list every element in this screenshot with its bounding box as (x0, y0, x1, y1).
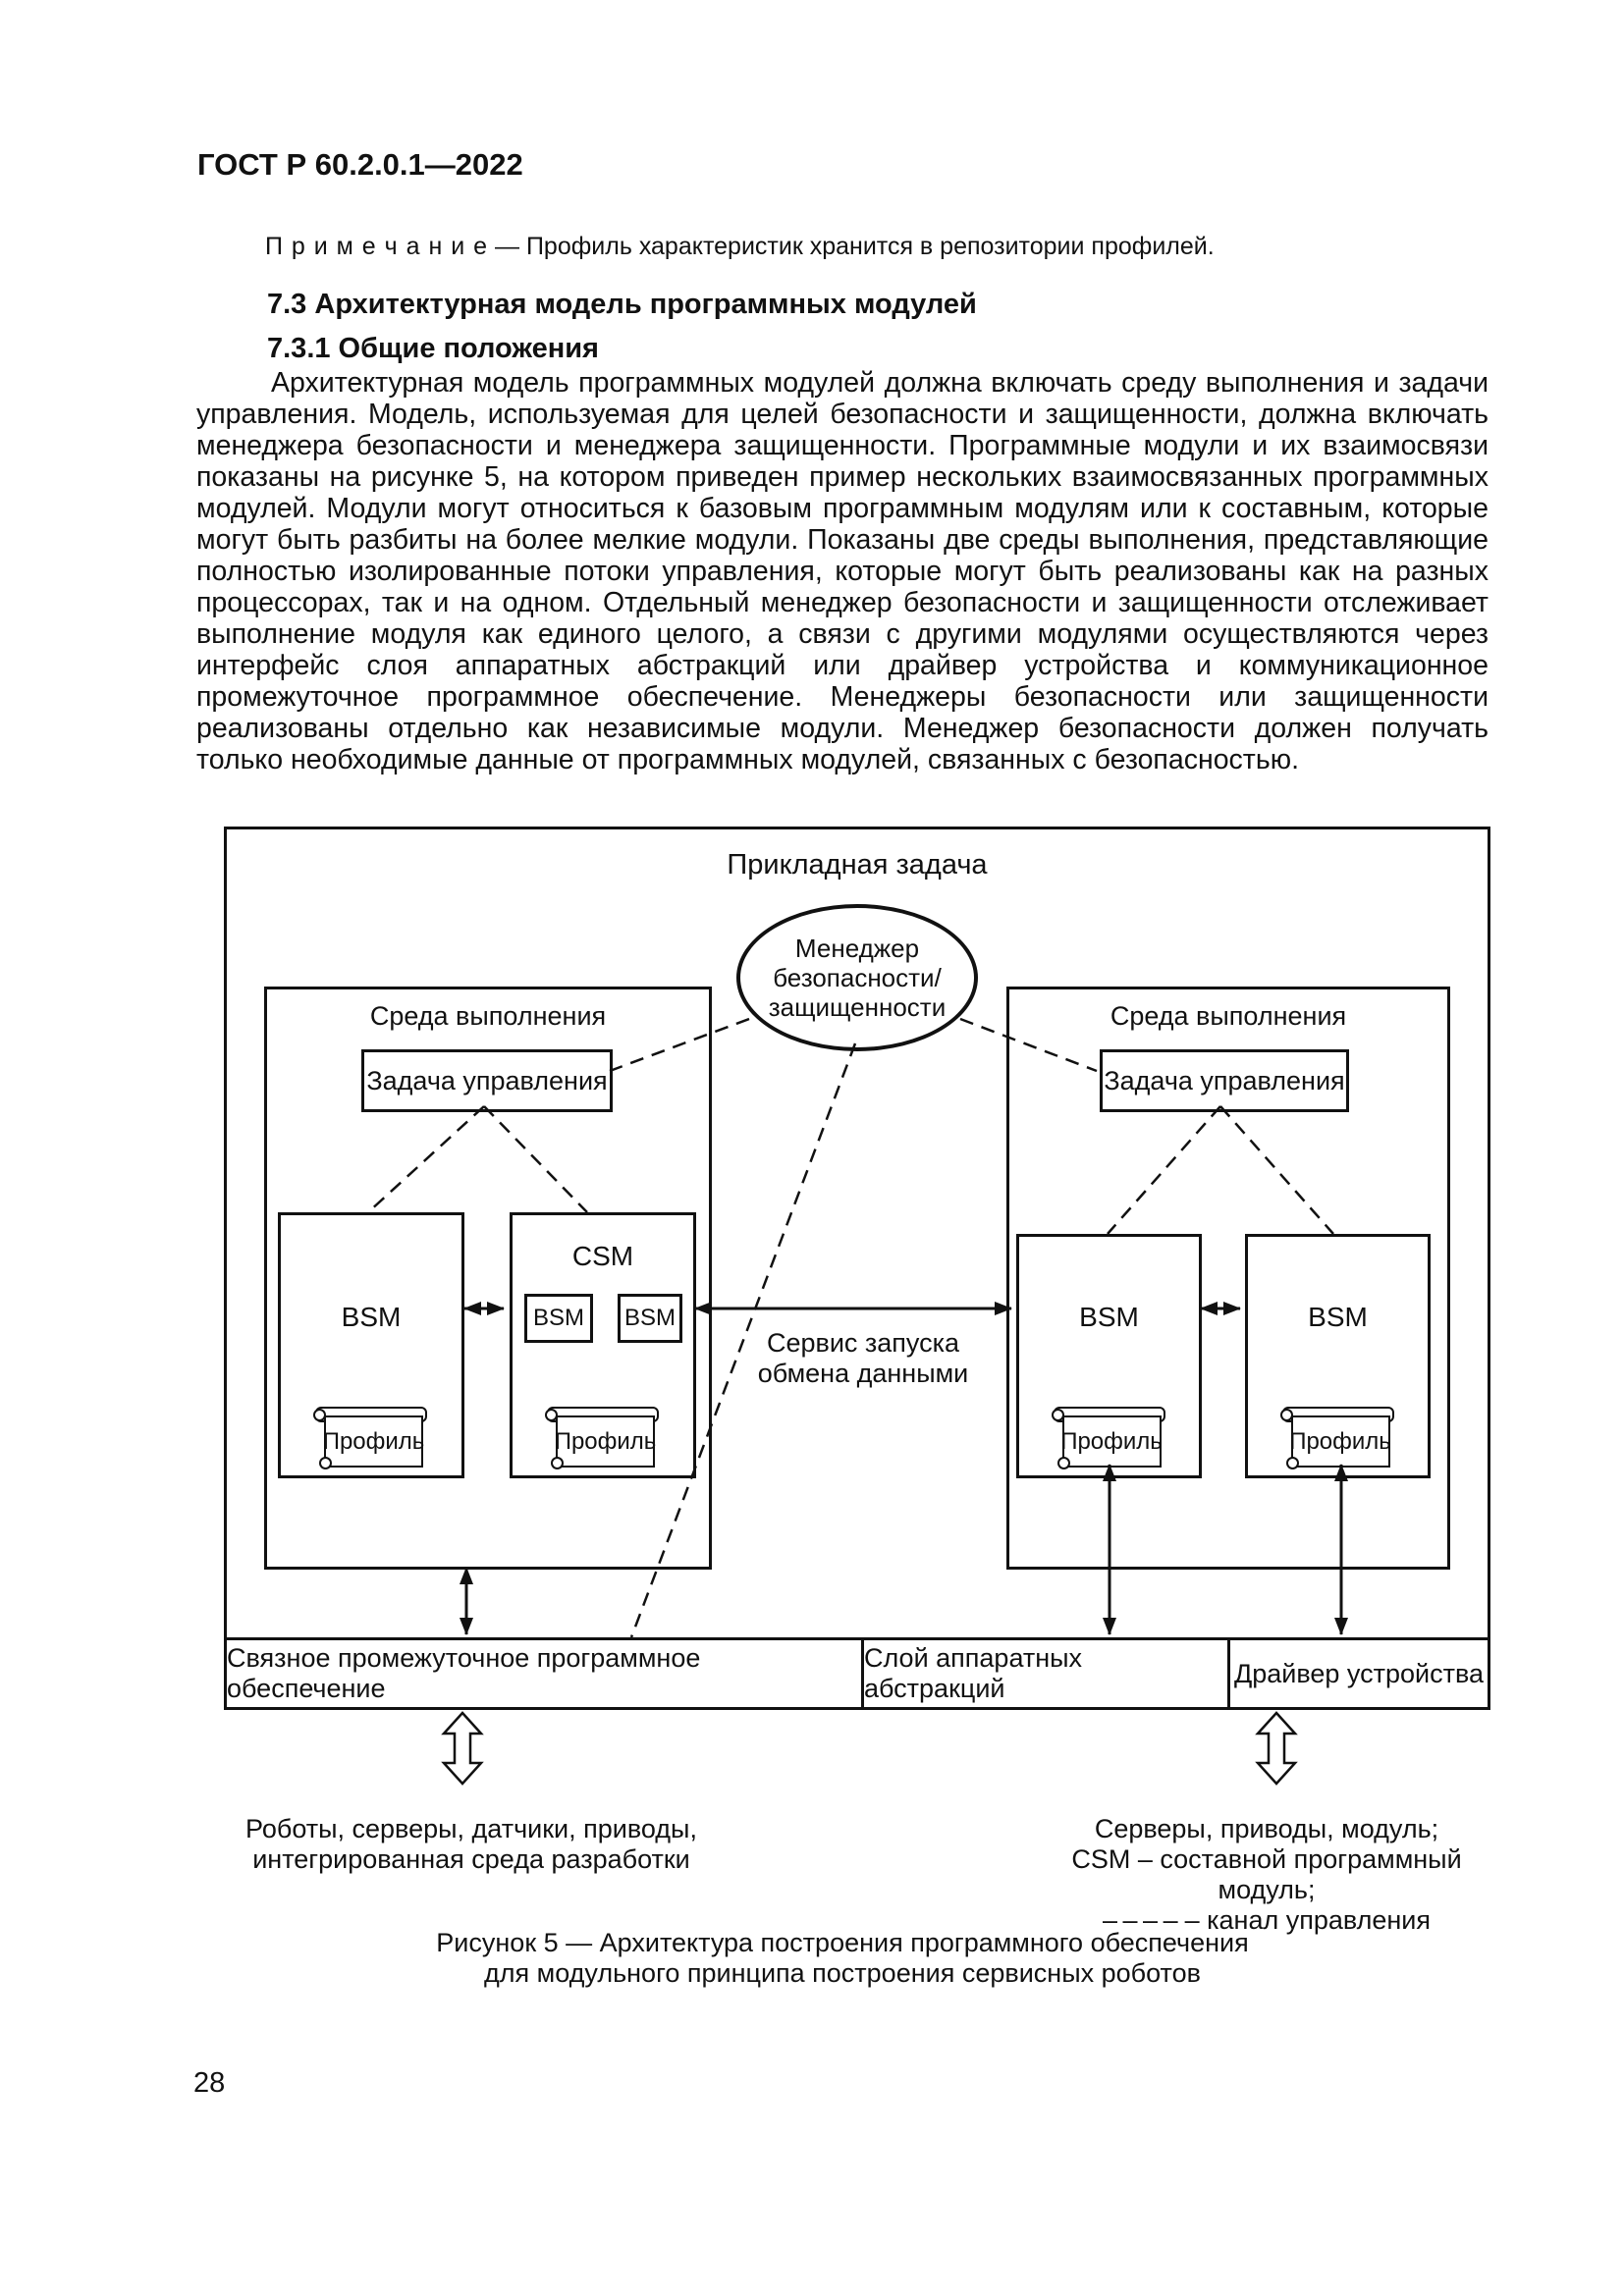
scroll-curl-icon (545, 1409, 558, 1421)
scroll-curl-icon (551, 1457, 564, 1469)
nested-bsm-1: BSM (524, 1294, 593, 1343)
figure-caption-line2: для модульного принципа построения серви… (484, 1958, 1201, 1988)
service-label-line2: обмена данными (757, 1359, 969, 1388)
note-label: П р и м е ч а н и е (265, 233, 489, 260)
scroll-curl-icon (1056, 1457, 1070, 1469)
bsm-module-left: BSM Профиль (278, 1212, 464, 1478)
bsm-module-right-1: BSM Профиль (1016, 1234, 1202, 1478)
profile-label: Профиль (1289, 1415, 1391, 1468)
bsm-label: BSM (341, 1302, 402, 1332)
safety-security-manager-ellipse: Менеджер безопасности/ защищенности (736, 904, 978, 1051)
note-text: — Профиль характеристик хранится в репоз… (495, 233, 1215, 260)
right-io-caption-line3: – – – –– канал управления (1021, 1905, 1512, 1936)
dashed-line-sample: – – – – (1103, 1905, 1178, 1935)
document-code: ГОСТ Р 60.2.0.1—2022 (197, 147, 523, 182)
control-task-right: Задача управления (1100, 1049, 1349, 1112)
control-task-left: Задача управления (361, 1049, 613, 1112)
bsm-module-right-2: BSM Профиль (1245, 1234, 1431, 1478)
application-task-label: Прикладная задача (727, 849, 988, 881)
env-left-label: Среда выполнения (369, 1001, 607, 1031)
csm-label: CSM (571, 1241, 634, 1271)
profile-scroll-icon: Профиль (1279, 1407, 1394, 1469)
double-arrow-icon (1255, 1711, 1298, 1786)
right-io-caption-line2: CSM – составной программный модуль; (1071, 1844, 1462, 1904)
profile-label: Профиль (323, 1415, 424, 1468)
scroll-curl-icon (1279, 1409, 1293, 1421)
page-number: 28 (193, 2067, 226, 2099)
scroll-curl-icon (319, 1457, 332, 1469)
left-io-caption-line2: интегрированная среда разработки (252, 1844, 690, 1874)
scroll-curl-icon (313, 1409, 326, 1421)
body-paragraph: Архитектурная модель программных модулей… (196, 367, 1489, 775)
section-heading-7-3-1: 7.3.1 Общие положения (267, 333, 599, 364)
service-label-line1: Сервис запуска (766, 1328, 960, 1358)
profile-scroll-icon: Профиль (545, 1407, 659, 1469)
device-driver-cell: Драйвер устройства (1233, 1658, 1485, 1688)
right-io-caption-line1: Серверы, приводы, модуль; (1094, 1814, 1439, 1843)
right-io-caption: Серверы, приводы, модуль; CSM – составно… (1021, 1814, 1512, 1936)
hal-cell: Слой аппаратных абстракций (864, 1640, 1230, 1707)
left-io-caption: Роботы, серверы, датчики, приводы, интег… (226, 1814, 717, 1875)
note-line: П р и м е ч а н и е — Профиль характерис… (265, 233, 1215, 261)
middleware-cell: Связное промежуточное программное обеспе… (227, 1640, 864, 1707)
manager-line-3: защищенности (768, 992, 947, 1022)
bsm-label: BSM (1308, 1302, 1368, 1332)
section-heading-7-3: 7.3 Архитектурная модель программных мод… (267, 289, 977, 320)
scroll-curl-icon (1051, 1409, 1064, 1421)
profile-label: Профиль (1060, 1415, 1163, 1468)
manager-line-2: безопасности/ (773, 963, 942, 992)
double-arrow-icon (441, 1711, 484, 1786)
env-right-label: Среда выполнения (1110, 1001, 1347, 1031)
infrastructure-layer-row: Связное промежуточное программное обеспе… (224, 1637, 1490, 1710)
figure-5-diagram: Прикладная задача Менеджер безопасности/… (224, 827, 1490, 1710)
data-exchange-service-label: Сервис запуска обмена данными (726, 1328, 1001, 1389)
figure-caption: Рисунок 5 — Архитектура построения прогр… (196, 1928, 1489, 1989)
scroll-curl-icon (1285, 1457, 1299, 1469)
csm-module: CSM BSM BSM Профиль (510, 1212, 696, 1478)
profile-scroll-icon: Профиль (1051, 1407, 1165, 1469)
profile-scroll-icon: Профиль (313, 1407, 427, 1469)
bsm-label: BSM (1079, 1302, 1139, 1332)
nested-bsm-2: BSM (618, 1294, 682, 1343)
left-io-caption-line1: Роботы, серверы, датчики, приводы, (245, 1814, 697, 1843)
profile-label: Профиль (555, 1415, 656, 1468)
control-channel-legend: – канал управления (1184, 1905, 1431, 1935)
manager-line-1: Менеджер (794, 934, 920, 963)
figure-caption-line1: Рисунок 5 — Архитектура построения прогр… (436, 1928, 1249, 1957)
